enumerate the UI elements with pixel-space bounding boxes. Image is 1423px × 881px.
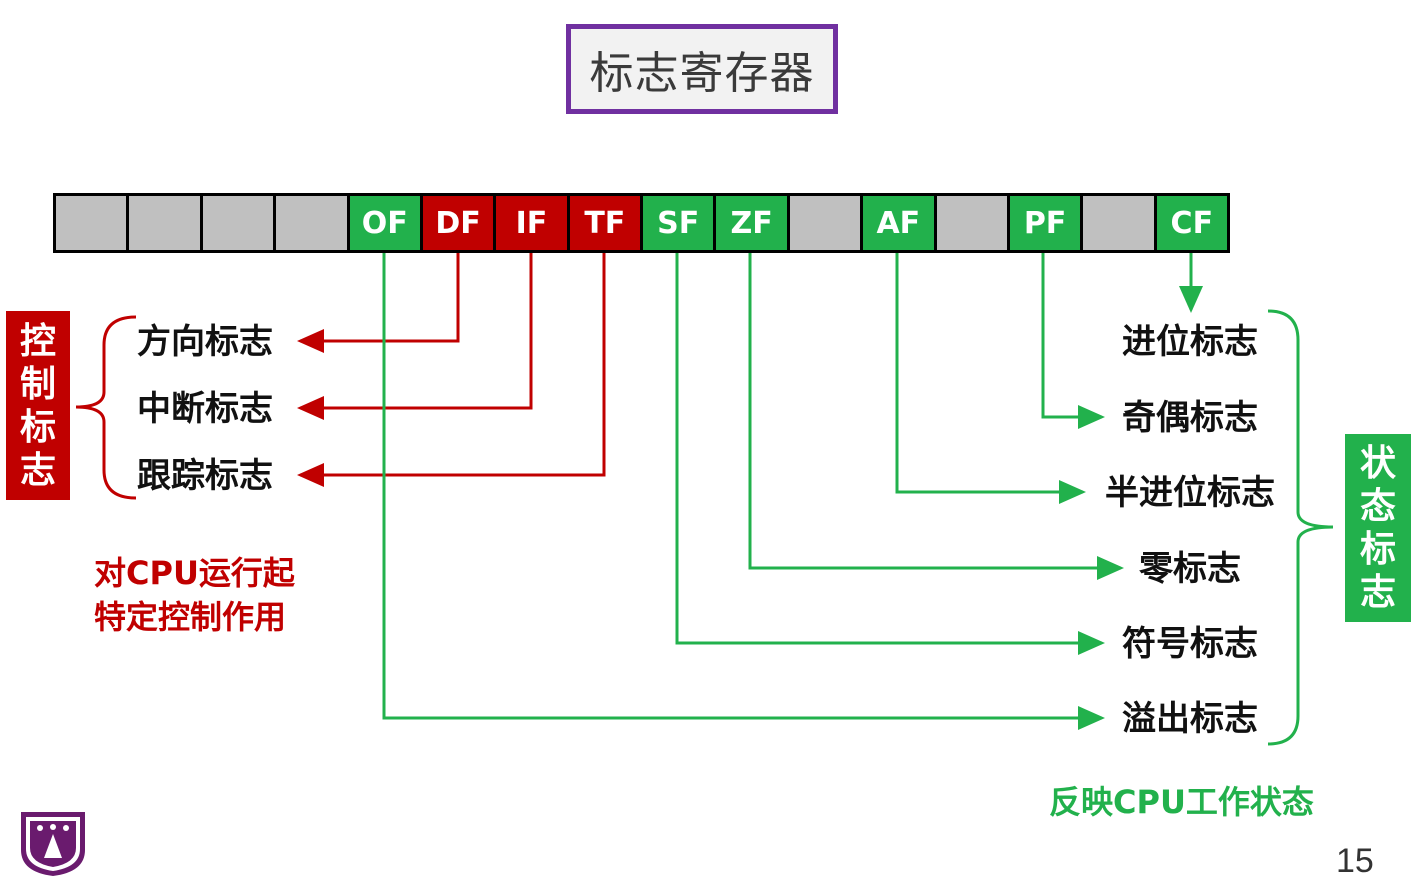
register-cell-cf: CF: [1156, 196, 1227, 250]
of-connector: [382, 253, 1105, 730]
status-flags-note: 反映CPU工作状态: [1049, 783, 1314, 821]
group-char: 状: [1359, 443, 1396, 484]
register-cell-12: [276, 196, 347, 250]
flag-register: OF DF IF TF SF ZF AF PF CF: [53, 193, 1230, 253]
af-connector: [895, 253, 1086, 504]
if-connector: [297, 253, 533, 420]
control-note-line-2: 特定控制作用: [94, 598, 287, 636]
zf-connector: [748, 253, 1124, 580]
control-label-tf: 跟踪标志: [137, 456, 273, 496]
page-number: 15: [1336, 842, 1374, 880]
df-connector: [297, 253, 460, 353]
register-cell-13: [202, 196, 274, 250]
status-label-of: 溢出标志: [1122, 699, 1258, 739]
register-cell-15: [56, 196, 127, 250]
diagram-title: 标志寄存器: [589, 48, 815, 99]
status-label-cf: 进位标志: [1122, 322, 1258, 362]
group-char: 志: [1359, 572, 1396, 613]
group-char: 制: [19, 363, 56, 405]
status-label-sf: 符号标志: [1122, 624, 1258, 664]
register-cell-zf: ZF: [716, 196, 787, 250]
register-cell-3: [936, 196, 1007, 250]
control-flags-note: 对CPU运行起 特定控制作用: [94, 551, 295, 639]
control-label-if: 中断标志: [137, 389, 273, 429]
title-box: 标志寄存器: [566, 24, 838, 114]
register-cell-df: DF: [422, 196, 494, 250]
control-brace: [75, 315, 137, 500]
tf-connector: [297, 253, 606, 487]
register-cell-if: IF: [496, 196, 567, 250]
control-label-df: 方向标志: [137, 322, 273, 362]
group-char: 标: [1359, 529, 1396, 570]
group-char: 态: [1359, 486, 1396, 527]
university-logo-icon: [21, 812, 85, 876]
register-cell-tf: TF: [569, 196, 640, 250]
register-cell-pf: PF: [1009, 196, 1081, 250]
status-brace: [1267, 309, 1334, 746]
register-cell-sf: SF: [643, 196, 714, 250]
control-note-line-1: 对CPU运行起: [94, 554, 295, 592]
register-cell-af: AF: [863, 196, 934, 250]
register-cell-5: [789, 196, 861, 250]
pf-connector: [1041, 253, 1105, 429]
status-flags-group-label: 状 态 标 志: [1345, 434, 1411, 622]
group-char: 志: [19, 449, 56, 491]
register-cell-14: [129, 196, 200, 250]
group-char: 控: [19, 320, 56, 362]
control-flags-group-label: 控 制 标 志: [6, 311, 70, 500]
status-label-pf: 奇偶标志: [1122, 398, 1258, 438]
group-char: 标: [19, 406, 56, 448]
status-label-af: 半进位标志: [1105, 473, 1275, 513]
status-label-zf: 零标志: [1139, 549, 1241, 589]
register-cell-of: OF: [349, 196, 420, 250]
sf-connector: [675, 253, 1105, 655]
register-cell-1: [1083, 196, 1154, 250]
